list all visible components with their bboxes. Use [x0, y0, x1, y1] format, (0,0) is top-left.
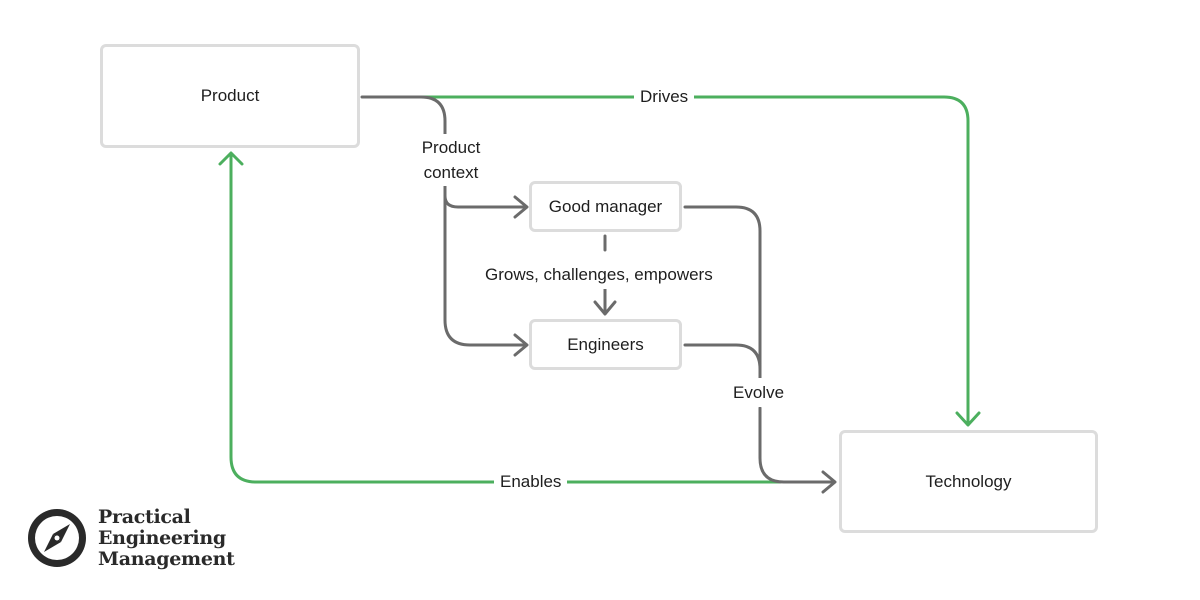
context-to-engineers-connector [443, 194, 528, 347]
manager-arrowhead [513, 195, 529, 219]
enables-label: Enables [494, 469, 568, 494]
evolve-to-technology-connector [758, 406, 836, 484]
brand-wordmark: Practical Engineering Management [98, 507, 235, 570]
product-context-label: Product context [405, 134, 497, 186]
engineers-node: Engineers [529, 319, 682, 370]
product-node: Product [100, 44, 360, 148]
grows-challenges-empowers-label: Grows, challenges, empowers [480, 260, 718, 289]
good-manager-node-label: Good manager [548, 196, 663, 216]
drives-label: Drives [634, 84, 695, 109]
engineers-evolve-connector [683, 343, 762, 371]
engineers-node-label: Engineers [567, 334, 644, 354]
grows-arrowhead [593, 300, 617, 316]
drives-arrowhead [955, 411, 981, 427]
enables-arrowhead [218, 151, 244, 166]
drives-connector [418, 95, 970, 426]
engineers-arrowhead [513, 333, 529, 357]
product-context-connector [360, 95, 447, 136]
product-node-label: Product [200, 86, 260, 105]
compass-icon [28, 509, 86, 567]
brand-wordmark-line: Practical [98, 506, 191, 528]
technology-node-label: Technology [925, 471, 1012, 491]
evolve-label: Evolve [728, 378, 790, 407]
technology-node: Technology [839, 430, 1098, 533]
technology-arrowhead [821, 470, 837, 494]
good-manager-node: Good manager [529, 181, 682, 232]
brand-wordmark-line: Management [98, 548, 235, 570]
brand-wordmark-line: Engineering [98, 527, 226, 549]
enables-connector [229, 152, 782, 484]
manager-evolve-connector [683, 205, 762, 380]
